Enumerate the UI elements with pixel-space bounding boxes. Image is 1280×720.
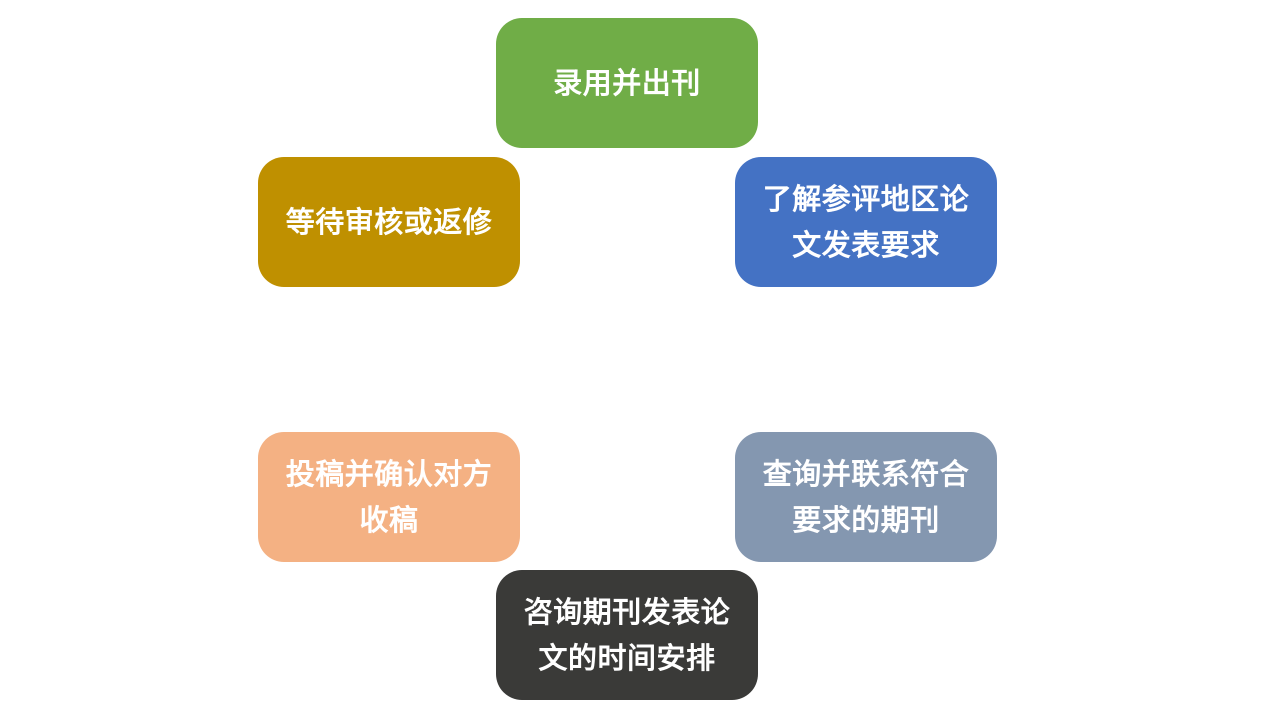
step-submit-label: 投稿并确认对方收稿 (285, 457, 493, 537)
step-find-journal-label: 查询并联系符合要求的期刊 (762, 457, 970, 537)
step-review-label: 等待审核或返修 (285, 205, 493, 239)
step-schedule-node: 咨询期刊发表论文的时间安排 (496, 570, 758, 700)
step-find-journal-node: 查询并联系符合要求的期刊 (735, 432, 997, 562)
step-requirements-node: 了解参评地区论文发表要求 (735, 157, 997, 287)
step-schedule-label: 咨询期刊发表论文的时间安排 (523, 595, 731, 675)
step-publish-node: 录用并出刊 (496, 18, 758, 148)
step-requirements-label: 了解参评地区论文发表要求 (762, 182, 970, 262)
step-review-node: 等待审核或返修 (258, 157, 520, 287)
step-publish-label: 录用并出刊 (553, 66, 701, 100)
step-submit-node: 投稿并确认对方收稿 (258, 432, 520, 562)
